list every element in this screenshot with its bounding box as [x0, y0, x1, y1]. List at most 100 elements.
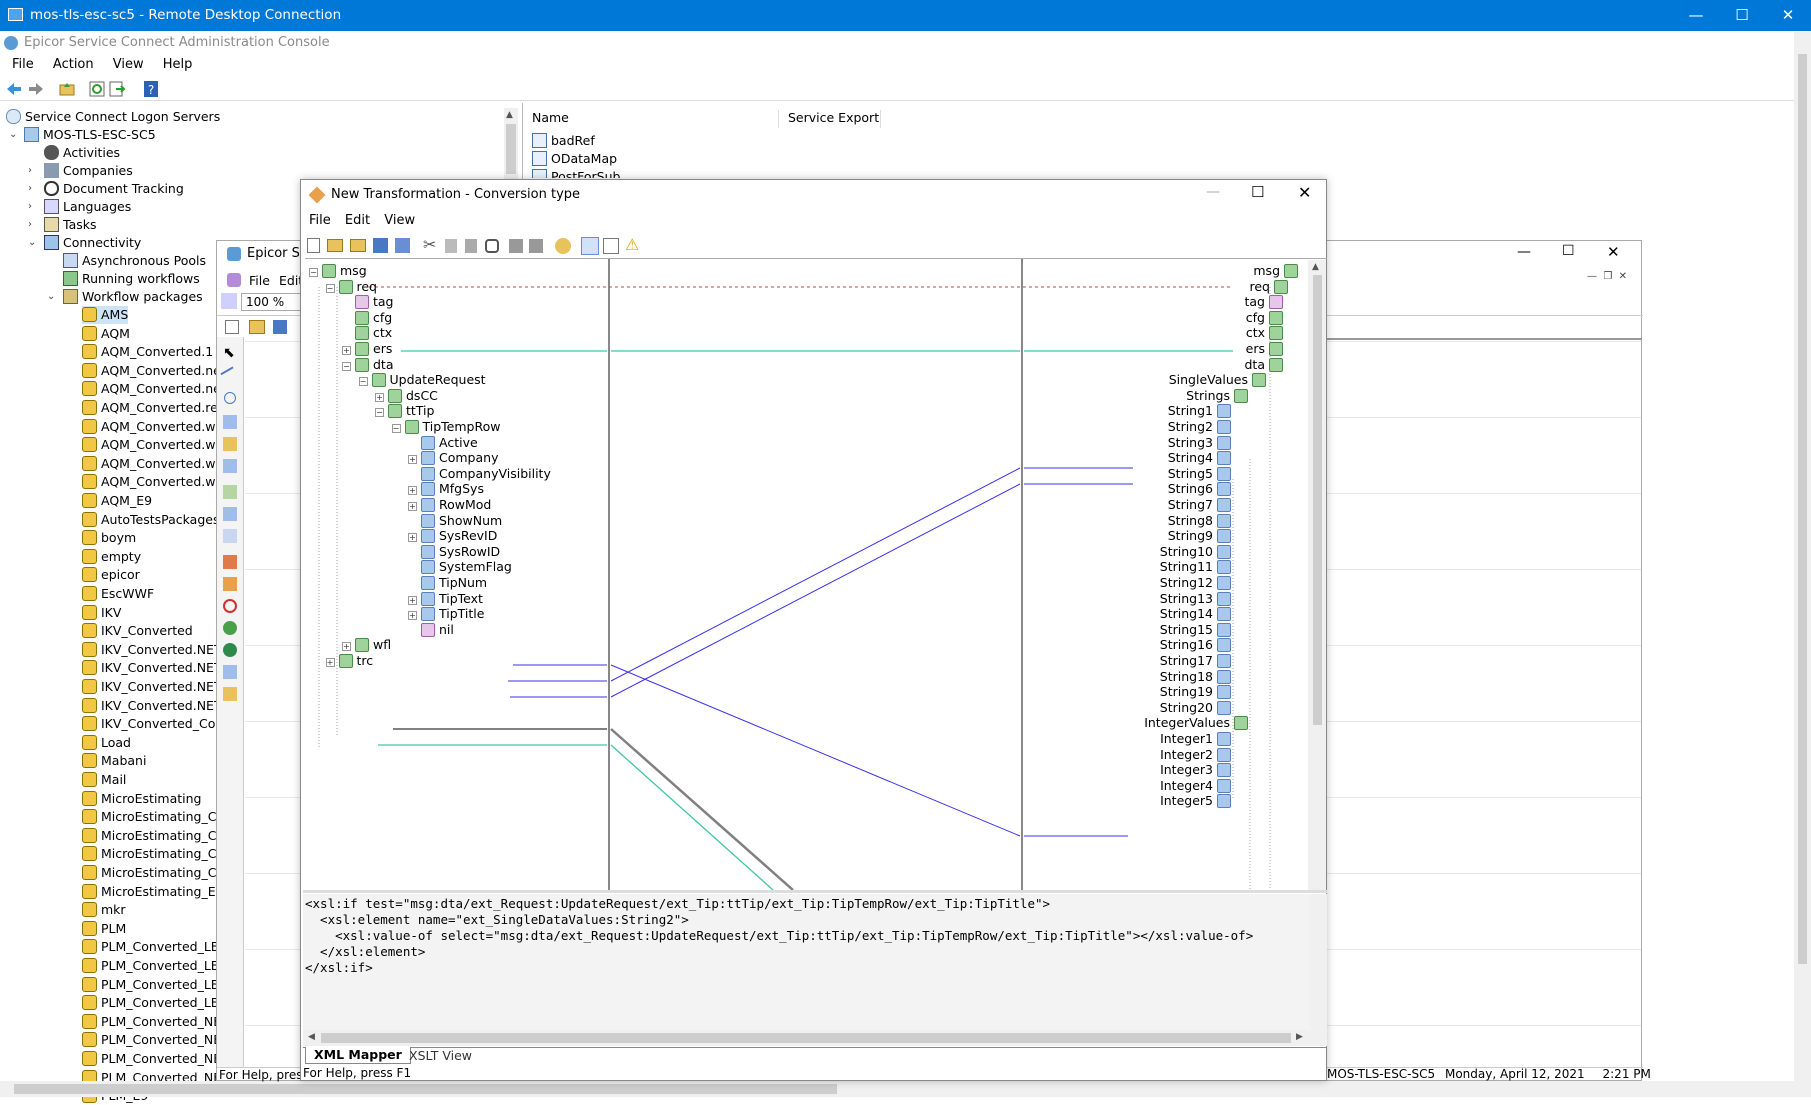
target-node[interactable]: msg — [1253, 262, 1298, 280]
tree-root[interactable]: Service Connect Logon Servers — [6, 108, 220, 126]
tree-item-tasks[interactable]: Tasks — [44, 216, 97, 234]
expander-icon[interactable]: + — [408, 502, 417, 511]
export-icon[interactable] — [108, 80, 126, 98]
package-item[interactable]: AQM_E9 — [82, 492, 152, 510]
mapper-maximize[interactable]: ☐ — [1251, 183, 1265, 201]
globe2-tool-icon[interactable] — [223, 643, 237, 657]
package-item[interactable]: IKV_Converted.NET10 — [82, 641, 238, 659]
mapper-menu-edit[interactable]: Edit — [344, 213, 371, 228]
up-folder-icon[interactable] — [58, 80, 76, 98]
people-tool-icon[interactable] — [223, 665, 237, 679]
target-node[interactable]: String13 — [1160, 590, 1231, 608]
tree-item-async-pools[interactable]: Asynchronous Pools — [63, 252, 206, 270]
trc-link[interactable] — [610, 744, 774, 890]
paste-icon[interactable] — [465, 239, 477, 253]
mapping-scroll-thumb[interactable] — [1313, 275, 1322, 725]
package-item[interactable]: PLM_Converted_LB_W — [82, 976, 238, 994]
expander-icon[interactable]: + — [408, 533, 417, 543]
tree-item-activities[interactable]: Activities — [44, 144, 120, 162]
package-item[interactable]: MicroEstimating_Con — [82, 864, 232, 882]
package-item[interactable]: PLM_Converted_LB_N — [82, 957, 235, 975]
tab-xslt-view[interactable]: XSLT View — [409, 1048, 473, 1063]
package-item[interactable]: IKV_Converted.NET1 — [82, 697, 230, 715]
redo-icon[interactable] — [529, 239, 543, 253]
designer-menu-file[interactable]: File — [249, 273, 270, 288]
console-scrollbar[interactable] — [1794, 32, 1811, 1082]
target-node[interactable]: String2 — [1168, 418, 1231, 436]
target-node[interactable]: cfg — [1246, 309, 1283, 327]
expander-icon[interactable]: + — [375, 392, 384, 402]
source-node[interactable]: +ers — [342, 340, 392, 358]
new-icon[interactable] — [307, 238, 320, 253]
server-expander[interactable]: ⌄ — [9, 129, 18, 140]
source-node[interactable]: −UpdateRequest — [358, 371, 486, 389]
mapping-scrollbar[interactable]: ▲ — [1308, 260, 1326, 890]
target-node[interactable]: String8 — [1168, 512, 1231, 530]
package-item[interactable]: PLM_Converted_NET — [82, 1050, 229, 1068]
designer-minimize[interactable]: — — [1517, 244, 1531, 260]
package-item[interactable]: PLM_Converted_NET — [82, 1013, 229, 1031]
list-tool-icon[interactable] — [223, 529, 237, 543]
target-node[interactable]: String20 — [1160, 699, 1231, 717]
target-node[interactable]: String6 — [1168, 480, 1231, 498]
tree-item-document-tracking[interactable]: Document Tracking — [44, 180, 184, 198]
target-node[interactable]: String17 — [1160, 652, 1231, 670]
target-node[interactable]: String14 — [1160, 605, 1231, 623]
view-list-icon[interactable] — [603, 238, 619, 254]
stop-tool-icon[interactable] — [223, 599, 237, 613]
target-node[interactable]: String11 — [1160, 558, 1231, 576]
menu-file[interactable]: File — [12, 57, 34, 72]
mdi-controls[interactable]: — ❐ ✕ — [1587, 271, 1628, 282]
open-icon[interactable] — [327, 239, 343, 252]
save-icon[interactable] — [273, 320, 287, 334]
source-node[interactable]: +TipTitle — [408, 605, 484, 623]
package-item[interactable]: MicroEstimating_Con — [82, 808, 232, 826]
expander-icon[interactable]: + — [408, 486, 417, 496]
tree-item-languages[interactable]: Languages — [44, 198, 131, 216]
export-tool-icon[interactable] — [223, 485, 237, 499]
expander-icon[interactable]: − — [375, 408, 384, 418]
package-item[interactable]: EscWWF — [82, 585, 154, 603]
mapper-menu-view[interactable]: View — [384, 213, 416, 228]
connectivity-expander[interactable]: ⌄ — [28, 237, 37, 248]
source-node[interactable]: −msg — [309, 262, 367, 280]
menu-view[interactable]: View — [112, 57, 144, 72]
target-node[interactable]: SingleValues — [1169, 371, 1266, 389]
menu-action[interactable]: Action — [52, 57, 94, 72]
scroll-up-icon[interactable]: ▲ — [506, 110, 513, 120]
globe-tool-icon[interactable] — [223, 621, 237, 635]
package-item[interactable]: Mabani — [82, 752, 146, 770]
package-item[interactable]: MicroEstimating_Con — [82, 827, 232, 845]
package-item[interactable]: AQM_Converted.net1 — [82, 380, 234, 398]
db-tool-icon[interactable] — [223, 687, 237, 701]
target-node[interactable]: Integer4 — [1160, 777, 1231, 795]
console-scroll-thumb[interactable] — [1798, 54, 1807, 964]
source-node[interactable]: +SysRevID — [408, 527, 497, 545]
package-item[interactable]: IKV_Converted.NET10 — [82, 678, 238, 696]
doc-tool-icon[interactable] — [223, 459, 237, 473]
target-node[interactable]: String3 — [1168, 434, 1231, 452]
expander-icon[interactable]: + — [325, 658, 335, 667]
flag-tool-icon[interactable] — [223, 577, 237, 591]
open-folder-icon[interactable] — [249, 320, 265, 334]
packages-expander[interactable]: ⌄ — [47, 291, 56, 302]
package-item[interactable]: Mail — [82, 771, 126, 789]
activity-tool-icon[interactable] — [223, 415, 237, 429]
designer-menu-edit[interactable]: Edit — [279, 273, 304, 288]
target-node[interactable]: Integer1 — [1160, 730, 1231, 748]
column-name[interactable]: Name — [532, 110, 569, 125]
tab-xml-mapper[interactable]: XML Mapper — [305, 1047, 411, 1064]
target-node[interactable]: String5 — [1168, 465, 1231, 483]
tree-scrollbar[interactable]: ▲ — [504, 108, 518, 188]
zoom-select[interactable]: 100 % — [241, 293, 301, 311]
list-item[interactable]: PostForSub — [532, 168, 620, 178]
target-node[interactable]: String19 — [1160, 683, 1231, 701]
new-doc-icon[interactable] — [225, 320, 239, 334]
package-item[interactable]: IKV_Converted — [82, 622, 193, 640]
expander-icon[interactable]: − — [342, 361, 351, 371]
package-item[interactable]: PLM_Converted_LB_N — [82, 938, 235, 956]
package-item[interactable]: MicroEstimating — [82, 790, 202, 808]
source-node[interactable]: +wfl — [342, 636, 391, 654]
target-node[interactable]: Integer3 — [1160, 761, 1231, 779]
designer-close[interactable]: ✕ — [1607, 243, 1620, 261]
